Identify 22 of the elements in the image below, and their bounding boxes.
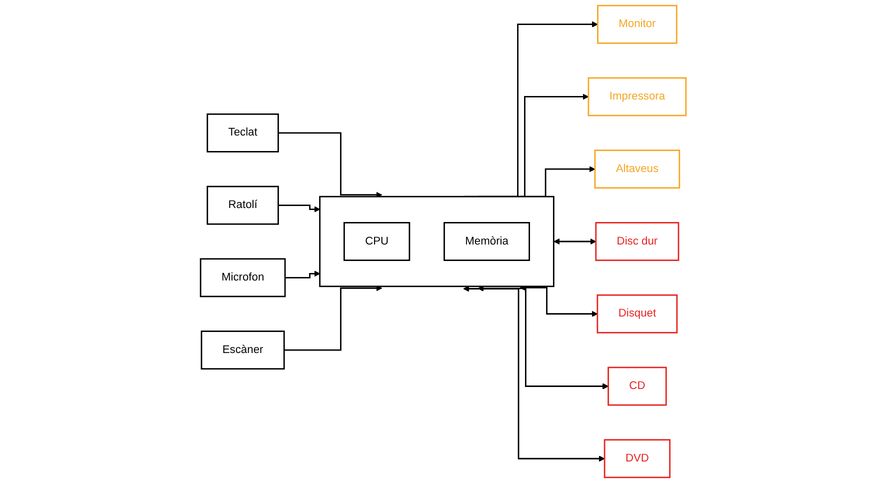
node-box: Teclat (206, 113, 280, 152)
arrow (554, 238, 596, 245)
node-box: Ratolí (206, 186, 280, 225)
node-box: Disc dur (595, 222, 680, 261)
arrow (463, 286, 606, 462)
arrow (278, 132, 382, 198)
node-box: Microfon (200, 258, 286, 298)
node-box: Memòria (444, 222, 530, 261)
cluster (319, 196, 555, 288)
node-box: CPU (344, 222, 410, 261)
node-box: Altaveus (594, 150, 680, 189)
arrow (478, 285, 609, 390)
arrow (278, 204, 320, 212)
node-box: DVD (604, 439, 671, 478)
node-box: Impressora (588, 77, 687, 116)
arrow (284, 285, 382, 351)
arrow (285, 270, 320, 278)
node-box: Monitor (597, 4, 678, 44)
arrow (520, 284, 598, 317)
node-box: Escàner (201, 330, 286, 370)
node-box: CD (608, 366, 668, 406)
node-box: Disquet (597, 294, 678, 334)
